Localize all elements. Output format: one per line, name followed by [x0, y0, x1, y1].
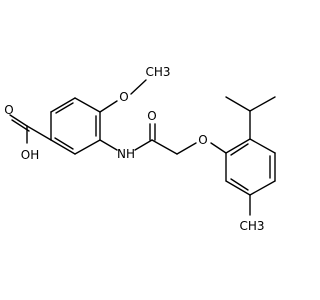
methoxy-methyl-label: CH3	[145, 65, 170, 79]
bond	[26, 125, 52, 141]
ether-oxygen-label: O	[198, 133, 207, 147]
bond	[176, 142, 197, 155]
double-bond	[230, 143, 249, 156]
bond	[99, 139, 118, 151]
carbonyl-oxygen-label: O	[4, 103, 13, 117]
bond	[249, 138, 276, 154]
aryl-methyl-label: CH3	[239, 219, 264, 233]
bond	[130, 79, 147, 95]
hydroxyl-label: OH	[21, 148, 39, 162]
double-bond	[11, 119, 30, 132]
amide-linker	[99, 123, 227, 155]
methoxy-oxygen-label: O	[119, 90, 128, 104]
bond	[99, 100, 118, 113]
bond	[151, 139, 178, 155]
benzoic-ring	[50, 97, 101, 155]
double-bond	[55, 102, 74, 114]
aryl-ring	[225, 138, 276, 196]
bond	[210, 142, 227, 154]
bond	[225, 180, 251, 196]
bond	[225, 138, 251, 154]
bond	[50, 139, 76, 155]
amide-oxygen-label: O	[147, 109, 156, 123]
double-bond	[54, 137, 74, 150]
amide-nh-label: NH	[117, 147, 135, 161]
double-bond	[230, 178, 249, 191]
bond	[50, 97, 76, 113]
bond	[74, 139, 101, 155]
bond	[225, 96, 251, 112]
bond	[249, 96, 276, 112]
double-bond	[9, 114, 28, 127]
bond	[249, 180, 276, 196]
methoxy-group	[99, 79, 147, 113]
bond	[134, 139, 153, 151]
isopropyl-group	[225, 96, 276, 140]
bond	[74, 97, 101, 113]
molecule-diagram: O OH O CH3 NH O O CH3	[4, 65, 276, 233]
carboxylic-acid	[9, 114, 52, 144]
